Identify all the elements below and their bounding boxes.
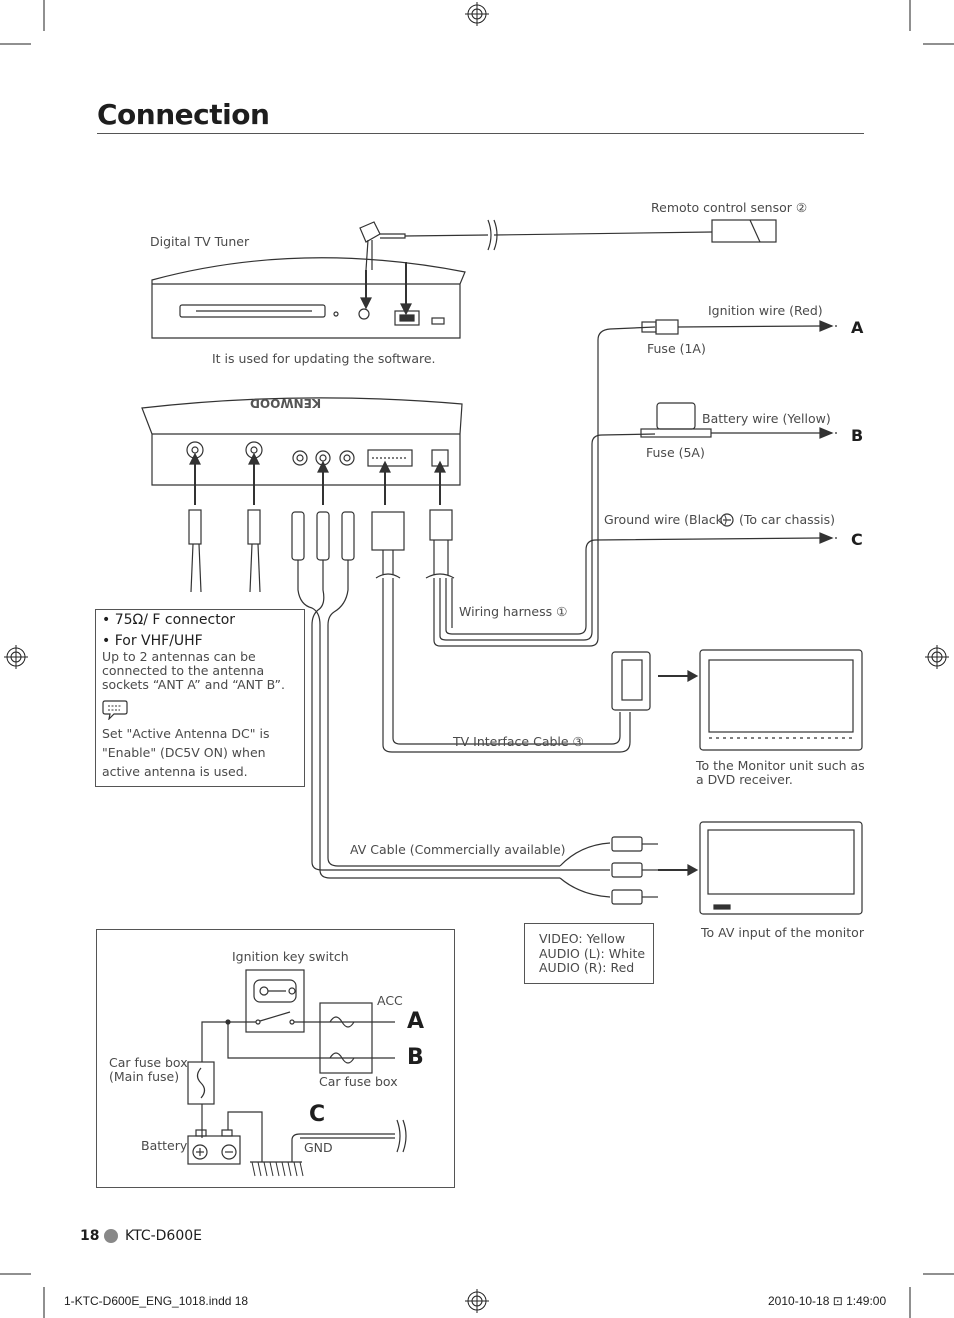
ground-wire-label: Ground wire (Black) [604,512,728,527]
tuner-bottom-body [141,397,463,486]
inset-letter-a: A [407,1009,425,1034]
dvd-receiver-monitor [699,649,863,751]
ignition-wire-label: Ignition wire (Red) [708,303,823,318]
usb-note-label: It is used for updating the software. [212,351,436,366]
fuse-5a-label: Fuse (5A) [646,445,705,460]
battery-wire-label: Battery wire (Yellow) [702,411,831,426]
registration-mark-right [925,645,949,669]
digital-tv-tuner-label: Digital TV Tuner [150,234,250,249]
registration-mark-left [4,645,28,669]
remote-jack [358,308,370,320]
car-fuse-box-main-label: Car fuse box (Main fuse) [109,1055,188,1084]
remote-sensor [711,219,777,243]
registration-mark-top [465,2,489,26]
letter-c: C [851,530,863,549]
wiring-harness-label: Wiring harness ① [459,604,568,619]
interface-cable-connector [611,651,651,711]
model-name: KTC-D600E [125,1228,202,1244]
slug-date: 2010-10-18 ⊡ 1:49:00 [768,1294,887,1308]
main-fuse-icon [187,1061,215,1105]
monitor-note-label: To the Monitor unit such as a DVD receiv… [696,758,865,787]
note-bullet-2: • For VHF/UHF [102,633,203,649]
remote-sensor-label: Remoto control sensor ② [651,200,808,215]
av-cable-label: AV Cable (Commercially available) [350,842,566,857]
page-title: Connection [97,98,270,131]
gnd-label: GND [304,1140,333,1155]
inset-letter-c: C [309,1102,326,1127]
letter-b: B [851,426,864,445]
tv-interface-cable-label: TV Interface Cable ③ [453,734,584,749]
note-line-1: Up to 2 antennas can be connected to the… [102,649,285,692]
legend-video: VIDEO: Yellow [539,931,626,946]
av-monitor [699,821,863,915]
footer-dot-icon [104,1229,118,1243]
acc-label: ACC [377,993,403,1008]
card-slot [179,304,326,318]
title-rule [97,133,864,134]
slug-file: 1-KTC-D600E_ENG_1018.indd 18 [64,1294,249,1308]
fuse-1a-label: Fuse (1A) [647,341,706,356]
car-fuse-box-icon [319,1002,373,1074]
legend-audio-l: AUDIO (L): White [539,945,646,961]
battery-label: Battery [141,1138,188,1153]
note-bullet-1: • 75Ω/ F connector [102,612,236,628]
battery-icon [187,1135,241,1165]
ground-minus-icon [720,513,734,527]
tuner-top-body [151,257,466,339]
antenna-note-box: • 75Ω/ F connector • For VHF/UHF Up to 2… [95,609,305,787]
ground-wire-suffix-label: (To car chassis) [739,512,835,527]
registration-mark-bottom [465,1289,489,1313]
color-legend-box: VIDEO: Yellow AUDIO (L): White AUDIO (R)… [524,923,654,984]
interface-socket [367,449,413,467]
car-fuse-box-label: Car fuse box [319,1074,398,1089]
page-number: 18 [80,1228,100,1244]
legend-audio-r: AUDIO (R): Red [539,960,635,975]
ignition-key-icon [245,969,305,1033]
ignition-key-switch-label: Ignition key switch [232,949,349,964]
inset-letter-b: B [407,1045,424,1070]
note-icon [102,700,128,720]
note-line-2: Set "Active Antenna DC" is "Enable" (DC5… [102,726,270,779]
av-input-note-label: To AV input of the monitor [701,925,864,940]
letter-a: A [851,318,864,337]
wiring-inset-box [96,929,455,1188]
